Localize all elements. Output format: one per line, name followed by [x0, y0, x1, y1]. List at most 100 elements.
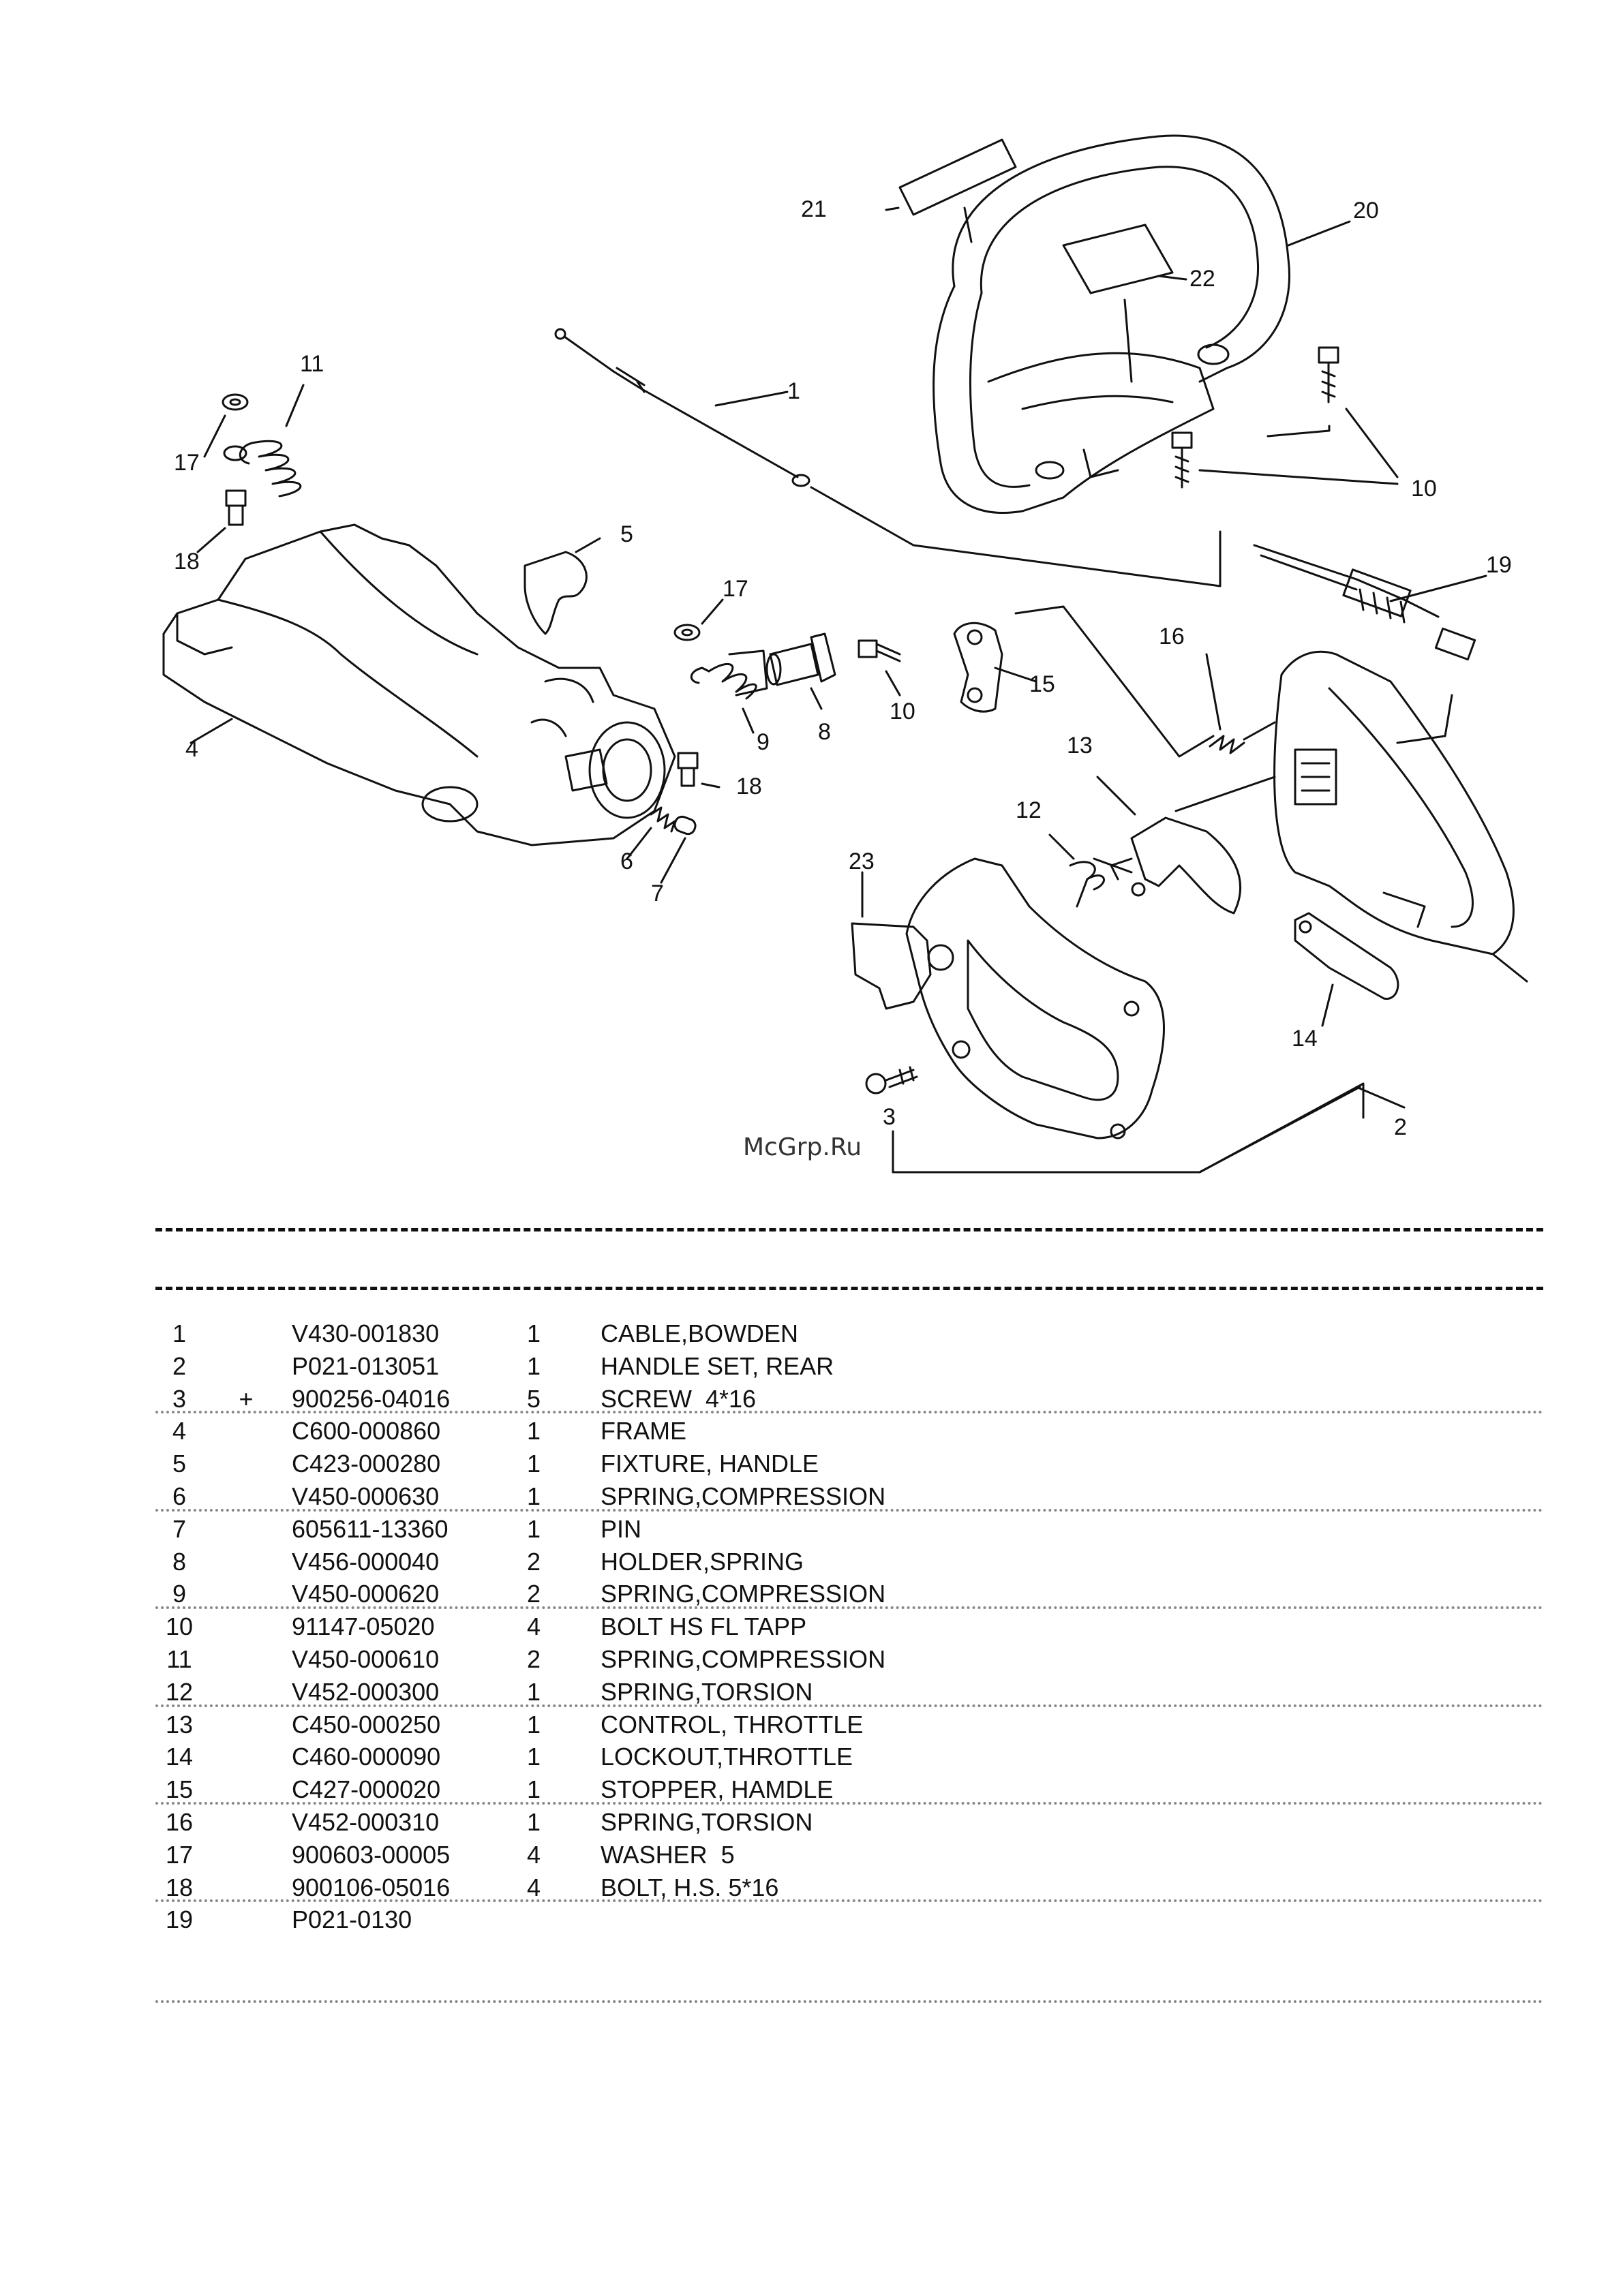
part-mark: + [239, 1384, 254, 1413]
callout-18b: 18 [736, 774, 762, 799]
part-number-ref: 1 [172, 1319, 187, 1347]
throttle-control-13 [1110, 816, 1242, 915]
part-description: CONTROL, THROTTLE [601, 1710, 864, 1739]
stopper-handle-15 [953, 622, 1003, 713]
part-number-ref: 3 [172, 1384, 187, 1413]
callout-17b: 17 [723, 576, 748, 602]
part-code: C460-000090 [292, 1743, 441, 1771]
frame [162, 523, 676, 846]
rear-handle-right-half [1273, 650, 1515, 955]
part-quantity: 1 [526, 1710, 541, 1739]
part-code: V430-001830 [292, 1319, 440, 1347]
part-description: SPRING,TORSION [601, 1677, 813, 1706]
screw-3 [865, 1066, 918, 1095]
callout-18a: 18 [174, 549, 200, 575]
callout-2: 2 [1394, 1114, 1407, 1140]
part-quantity: 1 [526, 1743, 541, 1771]
part-quantity: 1 [526, 1351, 541, 1380]
part-code: 605611-13360 [292, 1514, 449, 1543]
callout-16: 16 [1159, 624, 1185, 649]
part-number-ref: 10 [165, 1612, 194, 1641]
part-row: 10 91147-05020 4 BOLT HS FL TAPP [155, 1612, 1543, 1644]
watermark: McGrp.Ru [743, 1133, 862, 1161]
part-number-ref: 11 [166, 1644, 192, 1673]
part-description: HOLDER,SPRING [601, 1547, 804, 1576]
part-code: 91147-05020 [292, 1612, 435, 1641]
part-code: C600-000860 [292, 1417, 441, 1445]
part-quantity: 2 [526, 1547, 541, 1576]
callout-19: 19 [1486, 552, 1512, 578]
part-description: FRAME [601, 1417, 686, 1445]
part-description: STOPPER, HAMDLE [601, 1775, 834, 1804]
part-description: SPRING,COMPRESSION [601, 1482, 886, 1510]
callout-10b: 10 [1411, 476, 1437, 502]
callout-1: 1 [787, 378, 800, 404]
part-number-ref: 4 [172, 1417, 187, 1445]
torsion-spring-12 [1069, 857, 1133, 908]
part-number-ref: 8 [172, 1547, 187, 1576]
part-quantity: 5 [526, 1384, 541, 1413]
callout-15: 15 [1029, 671, 1055, 697]
part-code: C427-000020 [292, 1775, 441, 1804]
part-code: V450-000630 [292, 1482, 440, 1510]
callout-21: 21 [801, 196, 827, 222]
part-quantity: 2 [526, 1580, 541, 1608]
throttle-lockout-14 [1294, 912, 1399, 1000]
part-quantity: 4 [526, 1612, 541, 1641]
part-quantity: 4 [526, 1840, 541, 1869]
washer-17-center [673, 624, 701, 641]
callout-13: 13 [1067, 733, 1093, 759]
bolt-10-upper [1318, 346, 1339, 403]
fixture-handle [524, 551, 588, 635]
part-description: SPRING,TORSION [601, 1807, 813, 1836]
part-number-ref: 14 [165, 1743, 194, 1771]
label-21 [898, 138, 1017, 216]
callout-7: 7 [651, 881, 664, 906]
part-quantity: 1 [526, 1677, 541, 1706]
part-quantity: 1 [526, 1450, 541, 1478]
callout-5: 5 [620, 521, 633, 547]
part-code: V456-000040 [292, 1547, 440, 1576]
part-quantity: 1 [526, 1807, 541, 1836]
part-description: BOLT, H.S. 5*16 [601, 1873, 779, 1901]
part-number-ref: 17 [165, 1840, 194, 1869]
part-code: P021-0130 [292, 1905, 412, 1934]
part-number-ref: 7 [172, 1514, 187, 1543]
washer-17-left [222, 393, 249, 411]
callout-4: 4 [185, 736, 198, 762]
part-number-ref: 2 [172, 1351, 187, 1380]
part-description: SCREW 4*16 [601, 1384, 757, 1413]
part-quantity: 4 [526, 1873, 541, 1901]
callout-20: 20 [1353, 198, 1379, 224]
callout-17a: 17 [174, 450, 200, 476]
bowden-cable [554, 328, 810, 487]
part-number-ref: 5 [172, 1450, 187, 1478]
callout-6: 6 [620, 848, 633, 874]
part-description: BOLT HS FL TAPP [601, 1612, 807, 1641]
front-handle [932, 134, 1290, 514]
part-code: 900603-00005 [292, 1840, 451, 1869]
part-number-ref: 18 [165, 1873, 194, 1901]
part-quantity: 1 [526, 1775, 541, 1804]
part-number-ref: 6 [172, 1482, 187, 1510]
callout-10a: 10 [890, 699, 915, 724]
part-code: V450-000610 [292, 1644, 440, 1673]
part-description: CABLE,BOWDEN [601, 1319, 799, 1347]
spring-9 [690, 649, 768, 700]
callout-9: 9 [757, 729, 770, 755]
part-code: V452-000300 [292, 1677, 440, 1706]
bolt-18-left [225, 489, 247, 526]
part-row: 8 V456-000040 2 HOLDER,SPRING [155, 1547, 1543, 1580]
